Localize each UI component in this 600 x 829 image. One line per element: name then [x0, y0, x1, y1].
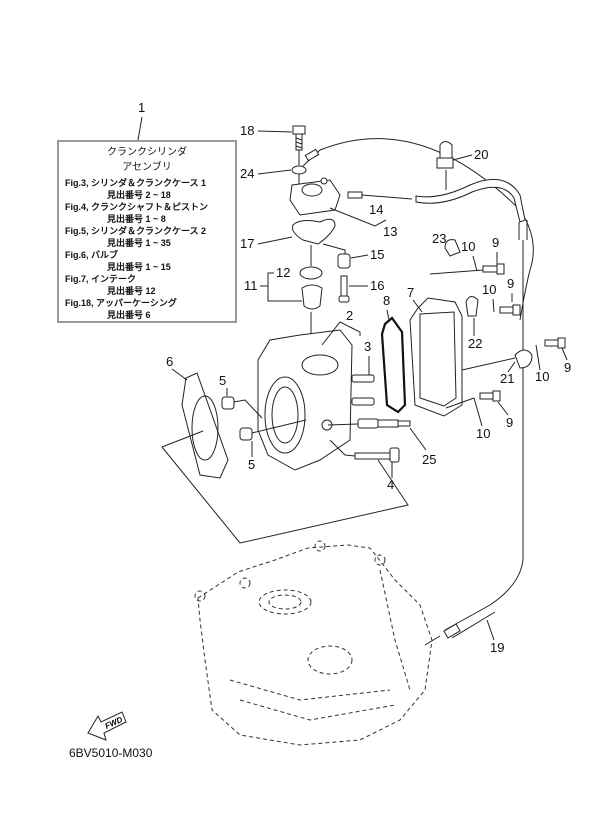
callout-6: 6 — [166, 354, 173, 369]
part-9-bolt-c — [544, 337, 566, 349]
fwd-arrow-icon: FWD — [87, 711, 127, 741]
callout-8: 8 — [383, 293, 390, 308]
part-21-clamp — [514, 349, 533, 369]
hose-line — [302, 138, 534, 321]
assembly-info-box: クランクシリンダ アセンブリ Fig.3, シリンダ＆クランクケース 1 見出番… — [57, 140, 237, 323]
part-14-fitting — [347, 191, 363, 199]
part-25-spark-plug — [357, 418, 411, 429]
part-15-collar — [337, 253, 351, 269]
callout-24: 24 — [240, 166, 254, 181]
info-ref-fig: Fig.6, バルブ — [65, 250, 119, 260]
callout-17: 17 — [240, 236, 254, 251]
info-title-line2: アセンブリ — [122, 162, 172, 173]
callout-13: 13 — [383, 224, 397, 239]
part-16-bolt — [340, 275, 348, 297]
callout-10c: 10 — [535, 369, 549, 384]
callout-5a: 5 — [219, 373, 226, 388]
part-17-gasket — [292, 218, 336, 245]
part-19-cable — [424, 604, 496, 646]
part-3-dowel-a — [351, 374, 375, 383]
info-ref-fig: Fig.5, シリンダ＆クランクケース 2 — [65, 226, 207, 236]
part-23-clamp — [444, 239, 461, 257]
part-9-bolt-d — [479, 390, 501, 402]
callout-14: 14 — [369, 202, 383, 217]
info-ref-items: 見出番号 1 ~ 8 — [107, 214, 166, 224]
part-13-thermostat-cover — [289, 177, 341, 216]
callout-1: 1 — [138, 100, 145, 115]
part-hose — [415, 178, 526, 223]
info-ref-items: 見出番号 2 ~ 18 — [107, 190, 171, 200]
info-ref-items: 見出番号 6 — [107, 310, 151, 320]
info-ref-items: 見出番号 12 — [107, 286, 156, 296]
callout-10d: 10 — [476, 426, 490, 441]
info-ref-items: 見出番号 1 ~ 35 — [107, 238, 171, 248]
callout-5b: 5 — [248, 457, 255, 472]
crankcase-assembly — [194, 540, 433, 746]
info-ref-fig: Fig.18, アッパーケーシング — [65, 298, 177, 308]
callout-9c: 9 — [564, 360, 571, 375]
callout-9a: 9 — [492, 235, 499, 250]
callout-7: 7 — [407, 285, 414, 300]
callout-16: 16 — [370, 278, 384, 293]
part-22-clip — [465, 296, 479, 317]
callout-3: 3 — [364, 339, 371, 354]
part-8-gasket — [380, 316, 407, 414]
info-ref-fig: Fig.3, シリンダ＆クランクケース 1 — [65, 178, 207, 188]
part-5-collar-a — [221, 396, 235, 410]
callout-21: 21 — [500, 371, 514, 386]
info-title-line1: クランクシリンダ — [107, 147, 187, 158]
callout-10b: 10 — [482, 282, 496, 297]
callout-25: 25 — [422, 452, 436, 467]
callout-22: 22 — [468, 336, 482, 351]
callout-9b: 9 — [507, 276, 514, 291]
info-ref-fig: Fig.4, クランクシャフト＆ピストン — [65, 202, 209, 212]
info-ref-fig: Fig.7, インテーク — [65, 274, 137, 284]
callout-2: 2 — [346, 308, 353, 323]
callout-9d: 9 — [506, 415, 513, 430]
leader-1 — [137, 116, 143, 141]
callout-10a: 10 — [461, 239, 475, 254]
part-9-bolt-b — [499, 304, 521, 316]
callout-19: 19 — [490, 640, 504, 655]
callout-23: 23 — [432, 231, 446, 246]
part-3-dowel-b — [351, 397, 375, 406]
callout-4: 4 — [387, 477, 394, 492]
part-7-cylinder-head-cover — [409, 297, 463, 417]
callout-20: 20 — [474, 147, 488, 162]
part-12-washer — [299, 266, 323, 280]
part-20-clip — [436, 141, 454, 169]
callout-15: 15 — [370, 247, 384, 262]
part-18-bolt — [292, 125, 306, 151]
part-4-bolt — [354, 447, 400, 463]
diagram-code: 6BV5010-M030 — [69, 746, 153, 760]
part-24-washer — [291, 165, 307, 175]
part-5-collar-b — [239, 427, 253, 441]
part-9-bolt-a — [482, 263, 505, 275]
part-11-thermostat — [301, 284, 323, 310]
info-ref-items: 見出番号 1 ~ 15 — [107, 262, 171, 272]
part-2-cylinder-block — [257, 329, 353, 471]
callout-18: 18 — [240, 123, 254, 138]
part-6-gasket — [181, 372, 229, 479]
callout-11: 11 — [244, 278, 258, 293]
callout-12: 12 — [276, 265, 290, 280]
